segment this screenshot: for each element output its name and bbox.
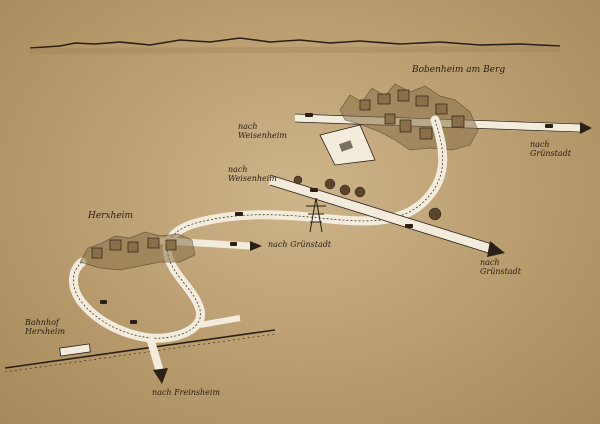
cars <box>100 113 553 324</box>
arrow-freinsheim <box>153 368 168 384</box>
train <box>59 343 91 357</box>
road-diagonal <box>268 175 497 255</box>
label-gruenstadt-mid: nach Grünstadt <box>268 240 332 249</box>
railway <box>4 329 276 369</box>
label-bahnhof: Bahnhof Herxheim <box>25 318 66 336</box>
label-gruenstadt-top: nach Grünstadt <box>530 140 571 158</box>
arrow-gruenstadt-right <box>487 241 505 257</box>
arrow-gruenstadt-top <box>580 122 592 134</box>
horizon-hills <box>29 37 561 49</box>
road-freinsheim <box>146 336 164 374</box>
label-weisenheim-mid: nach Weisenheim <box>228 165 277 183</box>
main-road <box>69 115 448 343</box>
label-bobenheim: Bobenheim am Berg <box>412 65 506 75</box>
arrow-gruenstadt-mid <box>250 241 262 251</box>
village-herxheim <box>79 231 196 271</box>
pylon-icon <box>306 197 326 233</box>
label-freinsheim: nach Freinsheim <box>152 388 221 397</box>
trees <box>293 175 442 221</box>
label-gruenstadt-right: nach Grünstadt <box>480 258 521 276</box>
label-weisenheim-top: nach Weisenheim <box>238 122 287 140</box>
label-herxheim: Herxheim <box>88 211 134 221</box>
